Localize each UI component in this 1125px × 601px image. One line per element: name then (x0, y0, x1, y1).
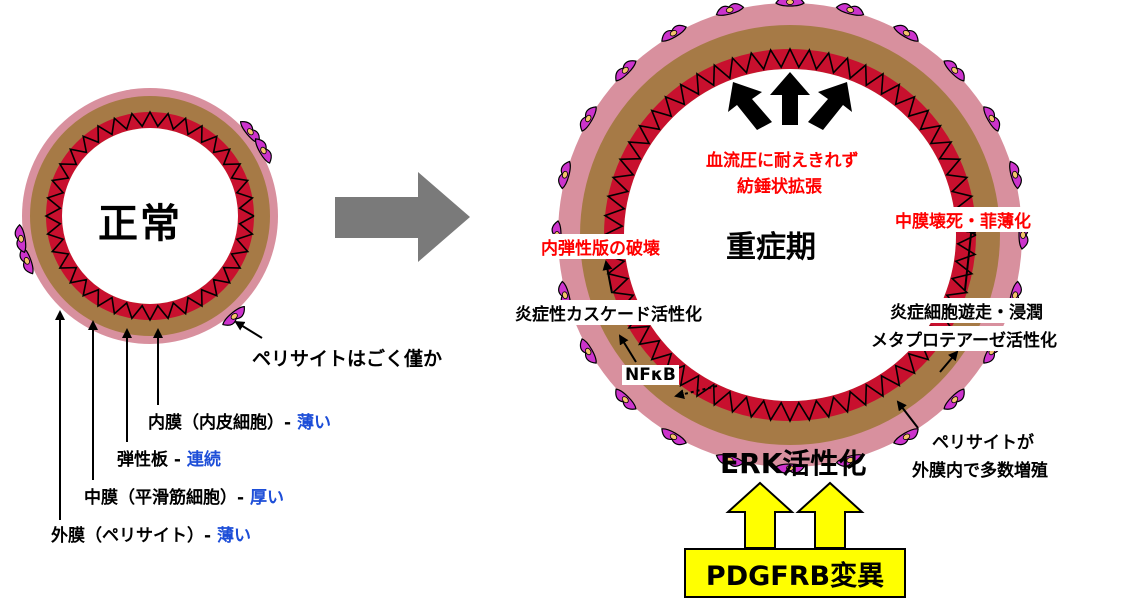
bloodflow-label-1: 血流圧に耐えきれず (706, 151, 859, 171)
pericyte-cell (661, 24, 687, 42)
inflam-cell-label-1: 炎症細胞遊走・浸潤 (887, 298, 1046, 323)
elastic-label-text: 弾性板 - (117, 450, 187, 470)
yellow-up-arrows (725, 481, 865, 549)
pericyte-cell (615, 60, 637, 82)
normal-vessel (22, 88, 278, 344)
pericyte-cell (715, 3, 745, 16)
intima-state: 薄い (296, 413, 331, 433)
normal-pericytes (14, 121, 272, 326)
pdgfrb-label: PDGFRB変異 (705, 560, 885, 592)
elastic-label: 弾性板 - 連続 (117, 445, 221, 470)
nfkb-label: NFκB (622, 365, 679, 385)
pericyte-cell (835, 454, 865, 467)
pericyte-cell (943, 60, 965, 82)
pericyte-cell (615, 388, 637, 410)
pericyte-cell (715, 454, 745, 467)
intima-label-text: 内膜（内皮細胞）- (148, 413, 297, 433)
pericyte-cell (579, 338, 597, 364)
media-necrosis-label: 中膜壊死・菲薄化 (892, 207, 1034, 232)
adventitia-label-text: 外膜（ペリサイト）- (51, 526, 217, 546)
severe-title: 重症期 (726, 230, 816, 265)
pericyte-cell (1009, 160, 1022, 190)
normal-annotation-arrows (55, 310, 263, 520)
elastic-state: 連続 (186, 450, 221, 470)
pressure-arrows (728, 72, 852, 130)
adventitia-state: 薄い (216, 526, 251, 546)
pericyte-cell (222, 305, 245, 326)
pericyte-cell (983, 106, 1001, 132)
pericyte-cell (239, 121, 260, 144)
media-label-text: 中膜（平滑筋細胞）- (84, 488, 250, 508)
inflam-cascade-label: 炎症性カスケード活性化 (512, 300, 705, 325)
normal-intima-ring (44, 110, 255, 322)
pericyte-prolif-2: 外膜内で多数増殖 (912, 461, 1048, 481)
adventitia-label: 外膜（ペリサイト）- 薄い (51, 521, 251, 546)
pdgfrb-box: PDGFRB変異 (684, 548, 906, 598)
normal-title: 正常 (98, 201, 182, 247)
pericyte-cell (19, 246, 34, 275)
elastic-destroy-label: 内弾性版の破壊 (538, 234, 663, 259)
pericyte-cell (254, 138, 272, 164)
pericyte-note: ペリサイトはごく僅か (252, 348, 443, 370)
intima-label: 内膜（内皮細胞）- 薄い (148, 408, 331, 433)
pericyte-cell (893, 428, 919, 446)
severe-lumen (624, 69, 956, 401)
pericyte-cell (558, 160, 571, 190)
pericyte-cell (14, 223, 27, 254)
pericyte-cell (579, 106, 597, 132)
pericyte-cell (775, 0, 805, 7)
media-state: 厚い (249, 488, 284, 508)
pericyte-cell (835, 3, 865, 16)
bloodflow-label-2: 紡錘状拡張 (737, 177, 822, 197)
progression-arrow (335, 172, 470, 262)
pericyte-prolif-1: ペリサイトが (932, 433, 1034, 453)
pericyte-cell (775, 463, 805, 474)
erk-label: ERK活性化 (720, 447, 867, 480)
severe-pericytes (551, 0, 1029, 474)
pericyte-cell (893, 24, 919, 42)
pericyte-cell (661, 428, 687, 446)
pericyte-cell (943, 388, 965, 410)
media-label: 中膜（平滑筋細胞）- 厚い (84, 483, 284, 508)
inflam-cell-label-2: メタプロテアーゼ活性化 (868, 326, 1060, 351)
severe-annotation-arrows (602, 223, 977, 429)
normal-lumen (62, 128, 238, 304)
